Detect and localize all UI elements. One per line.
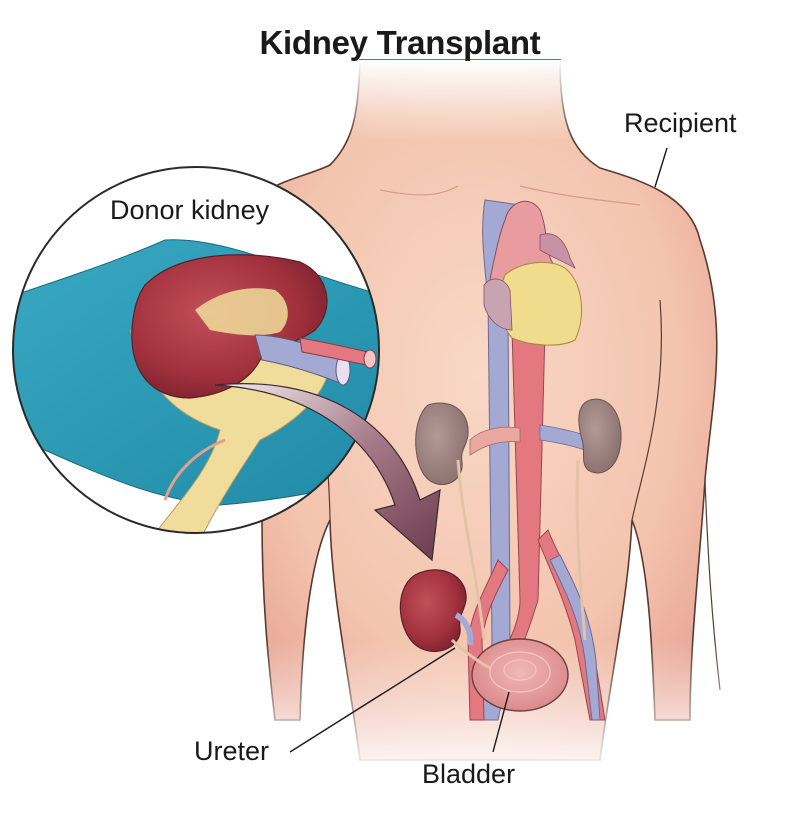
donor-inset (12, 166, 380, 534)
label-bladder: Bladder (422, 759, 516, 789)
label-recipient: Recipient (624, 108, 737, 138)
label-donor-kidney: Donor kidney (110, 195, 270, 225)
heart (483, 200, 583, 346)
native-kidneys (415, 398, 622, 641)
great-vessels (467, 199, 606, 721)
diagram-title: Kidney Transplant (259, 24, 541, 61)
bladder (471, 638, 569, 712)
leader-lines (289, 147, 668, 753)
transfer-arrow (214, 383, 441, 562)
label-ureter: Ureter (194, 736, 270, 766)
transplanted-kidney (399, 569, 491, 670)
